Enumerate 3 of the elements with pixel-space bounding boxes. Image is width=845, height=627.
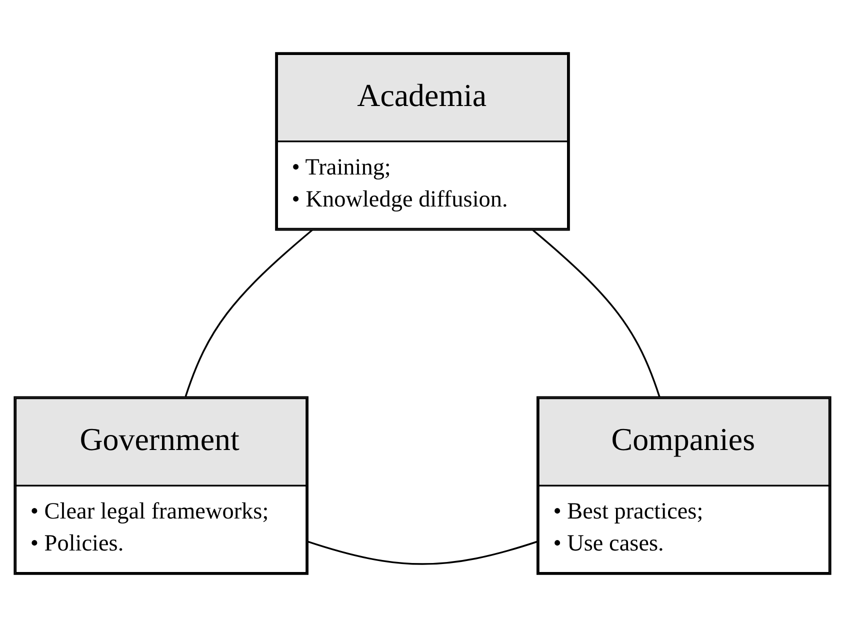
connector xyxy=(308,540,538,565)
connector xyxy=(184,229,313,397)
connector xyxy=(532,230,660,398)
